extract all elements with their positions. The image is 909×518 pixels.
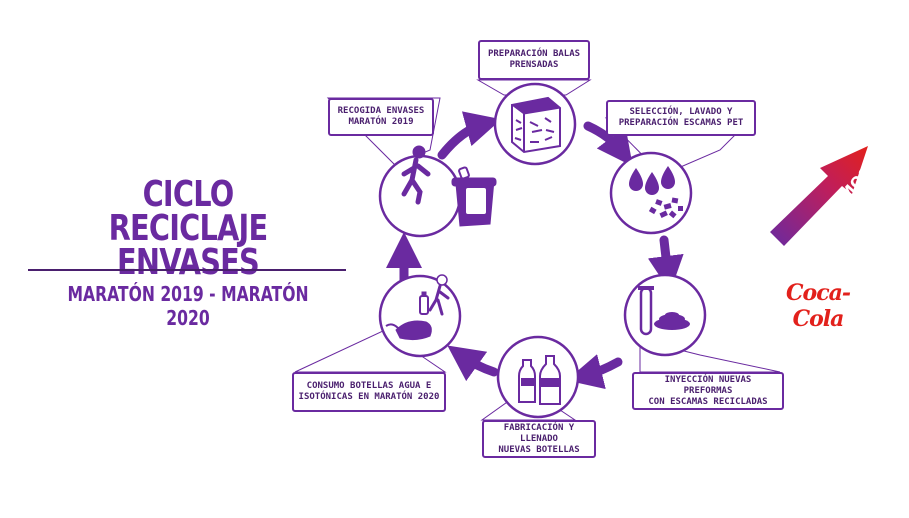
arrow-3 bbox=[647, 235, 684, 292]
step-1-line-1: PREPARACIÓN BALAS bbox=[487, 49, 581, 59]
bottles-icon bbox=[518, 355, 561, 405]
test-tube-flakes-icon bbox=[638, 286, 690, 336]
avanzamos-arrow bbox=[770, 146, 868, 246]
step-6-line-2: MARATÓN 2019 bbox=[348, 117, 414, 127]
step-5-line-2: ISOTÓNICAS EN MARATÓN 2020 bbox=[298, 392, 440, 402]
circle-step-5 bbox=[378, 274, 462, 358]
runner-hand-bottle-icon bbox=[385, 274, 450, 341]
page-subtitle: MARATÓN 2019 - MARATÓN 2020 bbox=[67, 282, 309, 330]
water-drops-flakes-icon bbox=[629, 166, 683, 219]
step-3-line-1: INYECCIÓN NUEVAS PREFORMAS bbox=[664, 374, 752, 396]
runner-bin-icon bbox=[401, 145, 497, 227]
step-5-line-1: CONSUMO BOTELLAS AGUA E bbox=[306, 381, 432, 391]
page-title: CICLO RECICLAJE ENVASES bbox=[62, 174, 315, 283]
title-divider bbox=[28, 269, 346, 271]
pressed-bale-icon bbox=[510, 96, 562, 154]
arrow-5 bbox=[447, 345, 499, 382]
title-line-1: CICLO RECICLAJE bbox=[108, 174, 268, 249]
step-3-line-2: CON ESCAMAS RECICLADAS bbox=[648, 396, 768, 407]
cycle-arrows bbox=[386, 111, 684, 390]
step-6-line-1: RECOGIDA ENVASES bbox=[337, 106, 425, 116]
title-line-2: ENVASES bbox=[117, 242, 260, 283]
step-4-line-2: NUEVAS BOTELLAS bbox=[498, 444, 580, 455]
arrow-4 bbox=[566, 354, 623, 390]
step-2-line-2: PREPARACIÓN ESCAMAS PET bbox=[618, 118, 744, 128]
step-2-line-1: SELECCIÓN, LAVADO Y bbox=[629, 107, 733, 117]
arrow-2 bbox=[583, 121, 633, 167]
arrow-1 bbox=[437, 111, 502, 160]
coca-cola-logo: Coca-Cola bbox=[786, 280, 851, 332]
circle-step-4 bbox=[496, 335, 580, 419]
step-1-line-2: PRENSADAS bbox=[509, 60, 559, 70]
step-4-line-1: FABRICACIÓN Y LLENADO bbox=[503, 422, 575, 444]
